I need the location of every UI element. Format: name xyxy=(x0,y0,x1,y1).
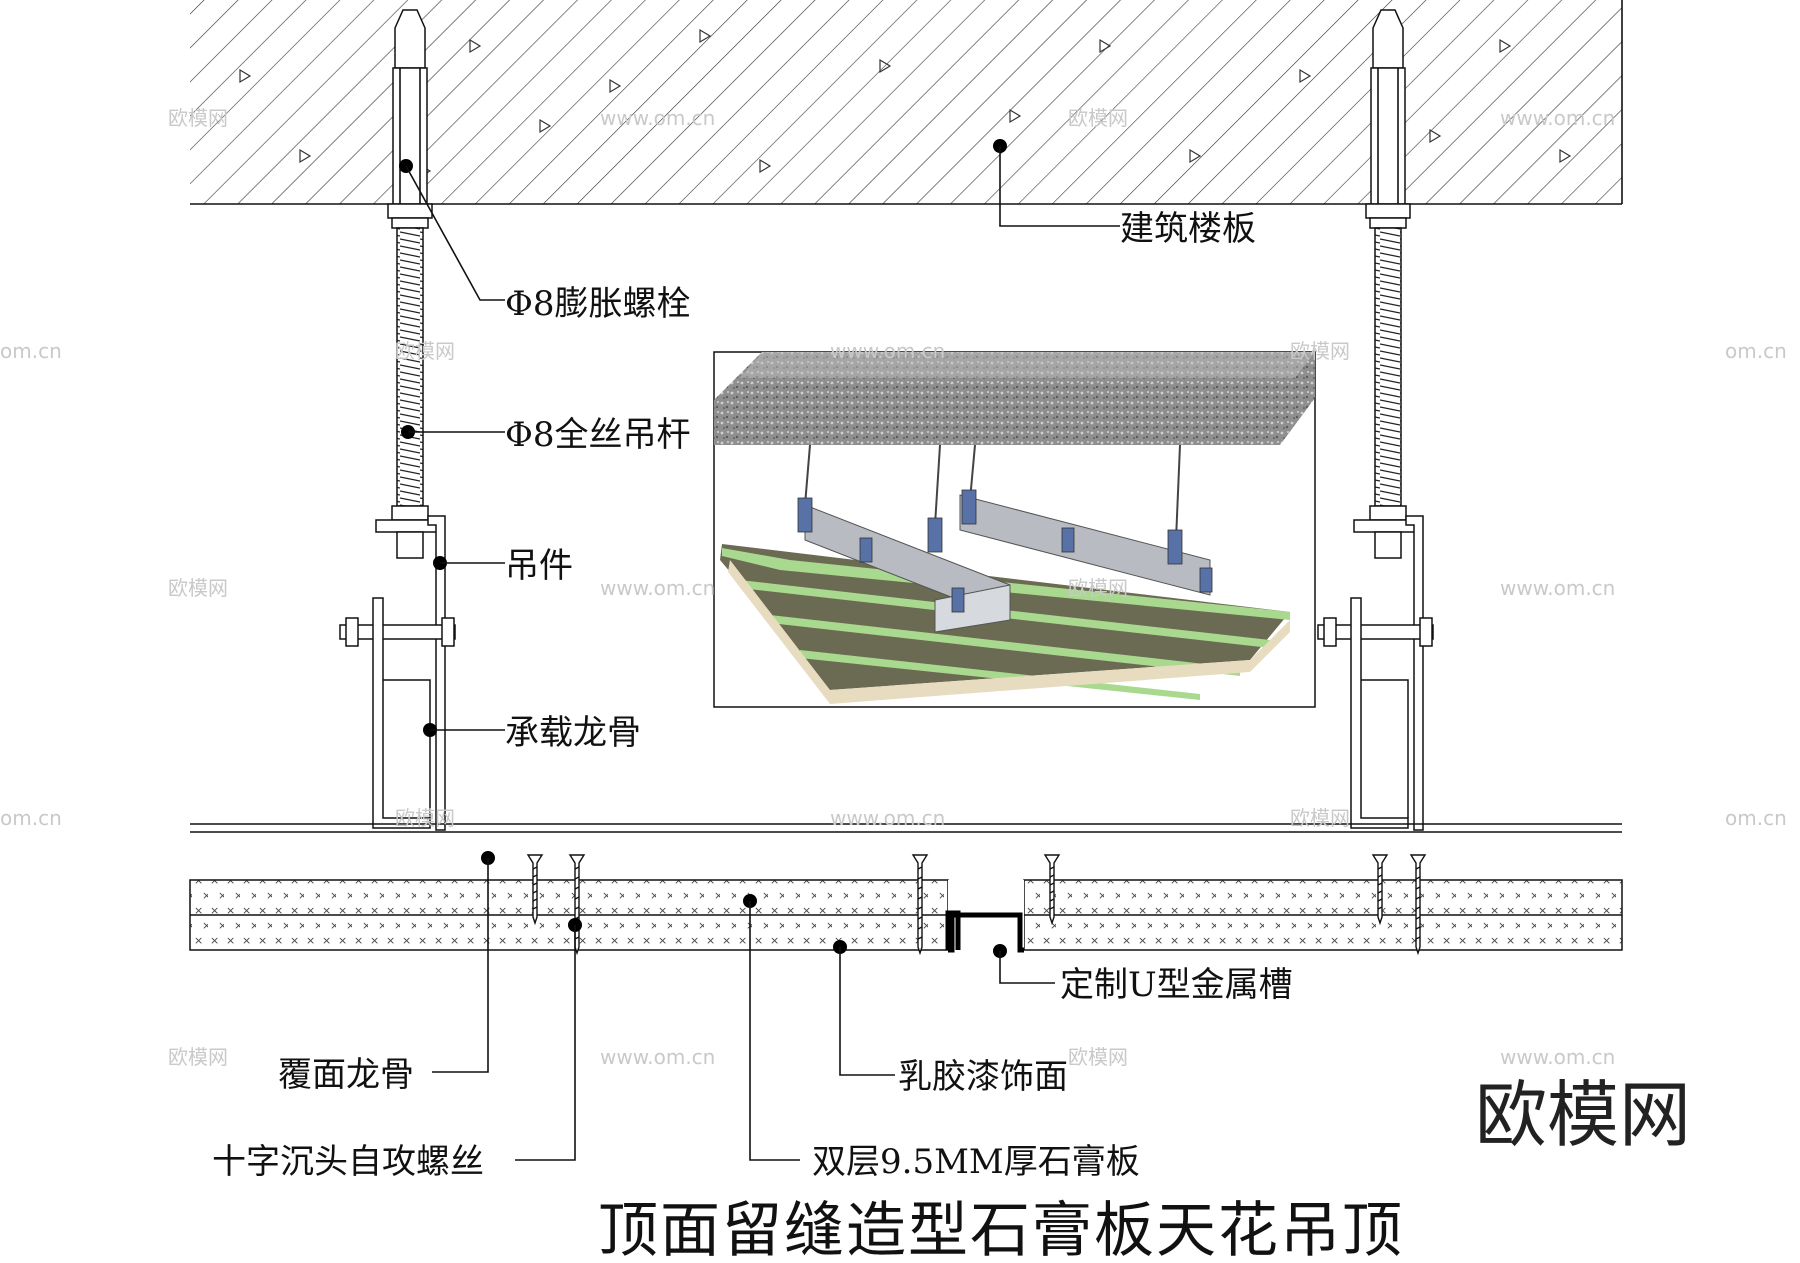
u-metal-channel xyxy=(945,910,1024,953)
watermarks: 欧模网 www.om.cn 欧模网 www.om.cn om.cn 欧模网 ww… xyxy=(0,106,1787,1069)
watermark-url: www.om.cn xyxy=(600,106,715,130)
watermark-url: www.om.cn xyxy=(830,339,945,363)
3d-inset-illustration xyxy=(713,351,1316,708)
left-hanger-assembly xyxy=(339,9,456,831)
leader-lines xyxy=(399,139,1120,1161)
label-slab: 建筑楼板 xyxy=(1120,209,1256,249)
label-board: 双层9.5MM厚石膏板 xyxy=(812,1142,1140,1182)
watermark-cn: 欧模网 xyxy=(395,806,455,830)
watermark-cn: 欧模网 xyxy=(1068,106,1128,130)
watermark-url-short: om.cn xyxy=(1725,339,1787,363)
diagram-title: 顶面留缝造型石膏板天花吊顶 xyxy=(598,1196,1404,1263)
cover-keel-line xyxy=(190,823,1622,833)
watermark-url: www.om.cn xyxy=(1500,1045,1615,1069)
watermark-cn: 欧模网 xyxy=(168,106,228,130)
label-rod: Φ8全丝吊杆 xyxy=(505,415,691,455)
brand-logo: 欧模网 xyxy=(1475,1073,1691,1157)
watermark-url-short: om.cn xyxy=(0,339,62,363)
watermark-cn: 欧模网 xyxy=(1068,576,1128,600)
watermark-cn: 欧模网 xyxy=(1068,1045,1128,1069)
label-u-channel: 定制U型金属槽 xyxy=(1060,965,1293,1005)
right-hanger-assembly xyxy=(1317,9,1434,831)
watermark-cn: 欧模网 xyxy=(168,576,228,600)
label-anchor-bolt: Φ8膨胀螺栓 xyxy=(505,284,691,324)
gypsum-board-section xyxy=(189,879,1623,951)
label-screw: 十字沉头自攻螺丝 xyxy=(212,1142,484,1182)
self-tapping-screws xyxy=(526,854,1427,956)
watermark-url-short: om.cn xyxy=(1725,806,1787,830)
watermark-url-short: om.cn xyxy=(0,806,62,830)
watermark-url: www.om.cn xyxy=(1500,576,1615,600)
watermark-cn: 欧模网 xyxy=(1290,806,1350,830)
label-cover-keel: 覆面龙骨 xyxy=(278,1055,414,1095)
watermark-url: www.om.cn xyxy=(600,1045,715,1069)
label-hanger: 吊件 xyxy=(505,546,573,586)
watermark-cn: 欧模网 xyxy=(395,339,455,363)
label-paint: 乳胶漆饰面 xyxy=(898,1057,1068,1097)
watermark-url: www.om.cn xyxy=(600,576,715,600)
label-main-keel: 承载龙骨 xyxy=(505,713,641,753)
watermark-url: www.om.cn xyxy=(1500,106,1615,130)
watermark-cn: 欧模网 xyxy=(1290,339,1350,363)
watermark-url: www.om.cn xyxy=(830,806,945,830)
watermark-cn: 欧模网 xyxy=(168,1045,228,1069)
